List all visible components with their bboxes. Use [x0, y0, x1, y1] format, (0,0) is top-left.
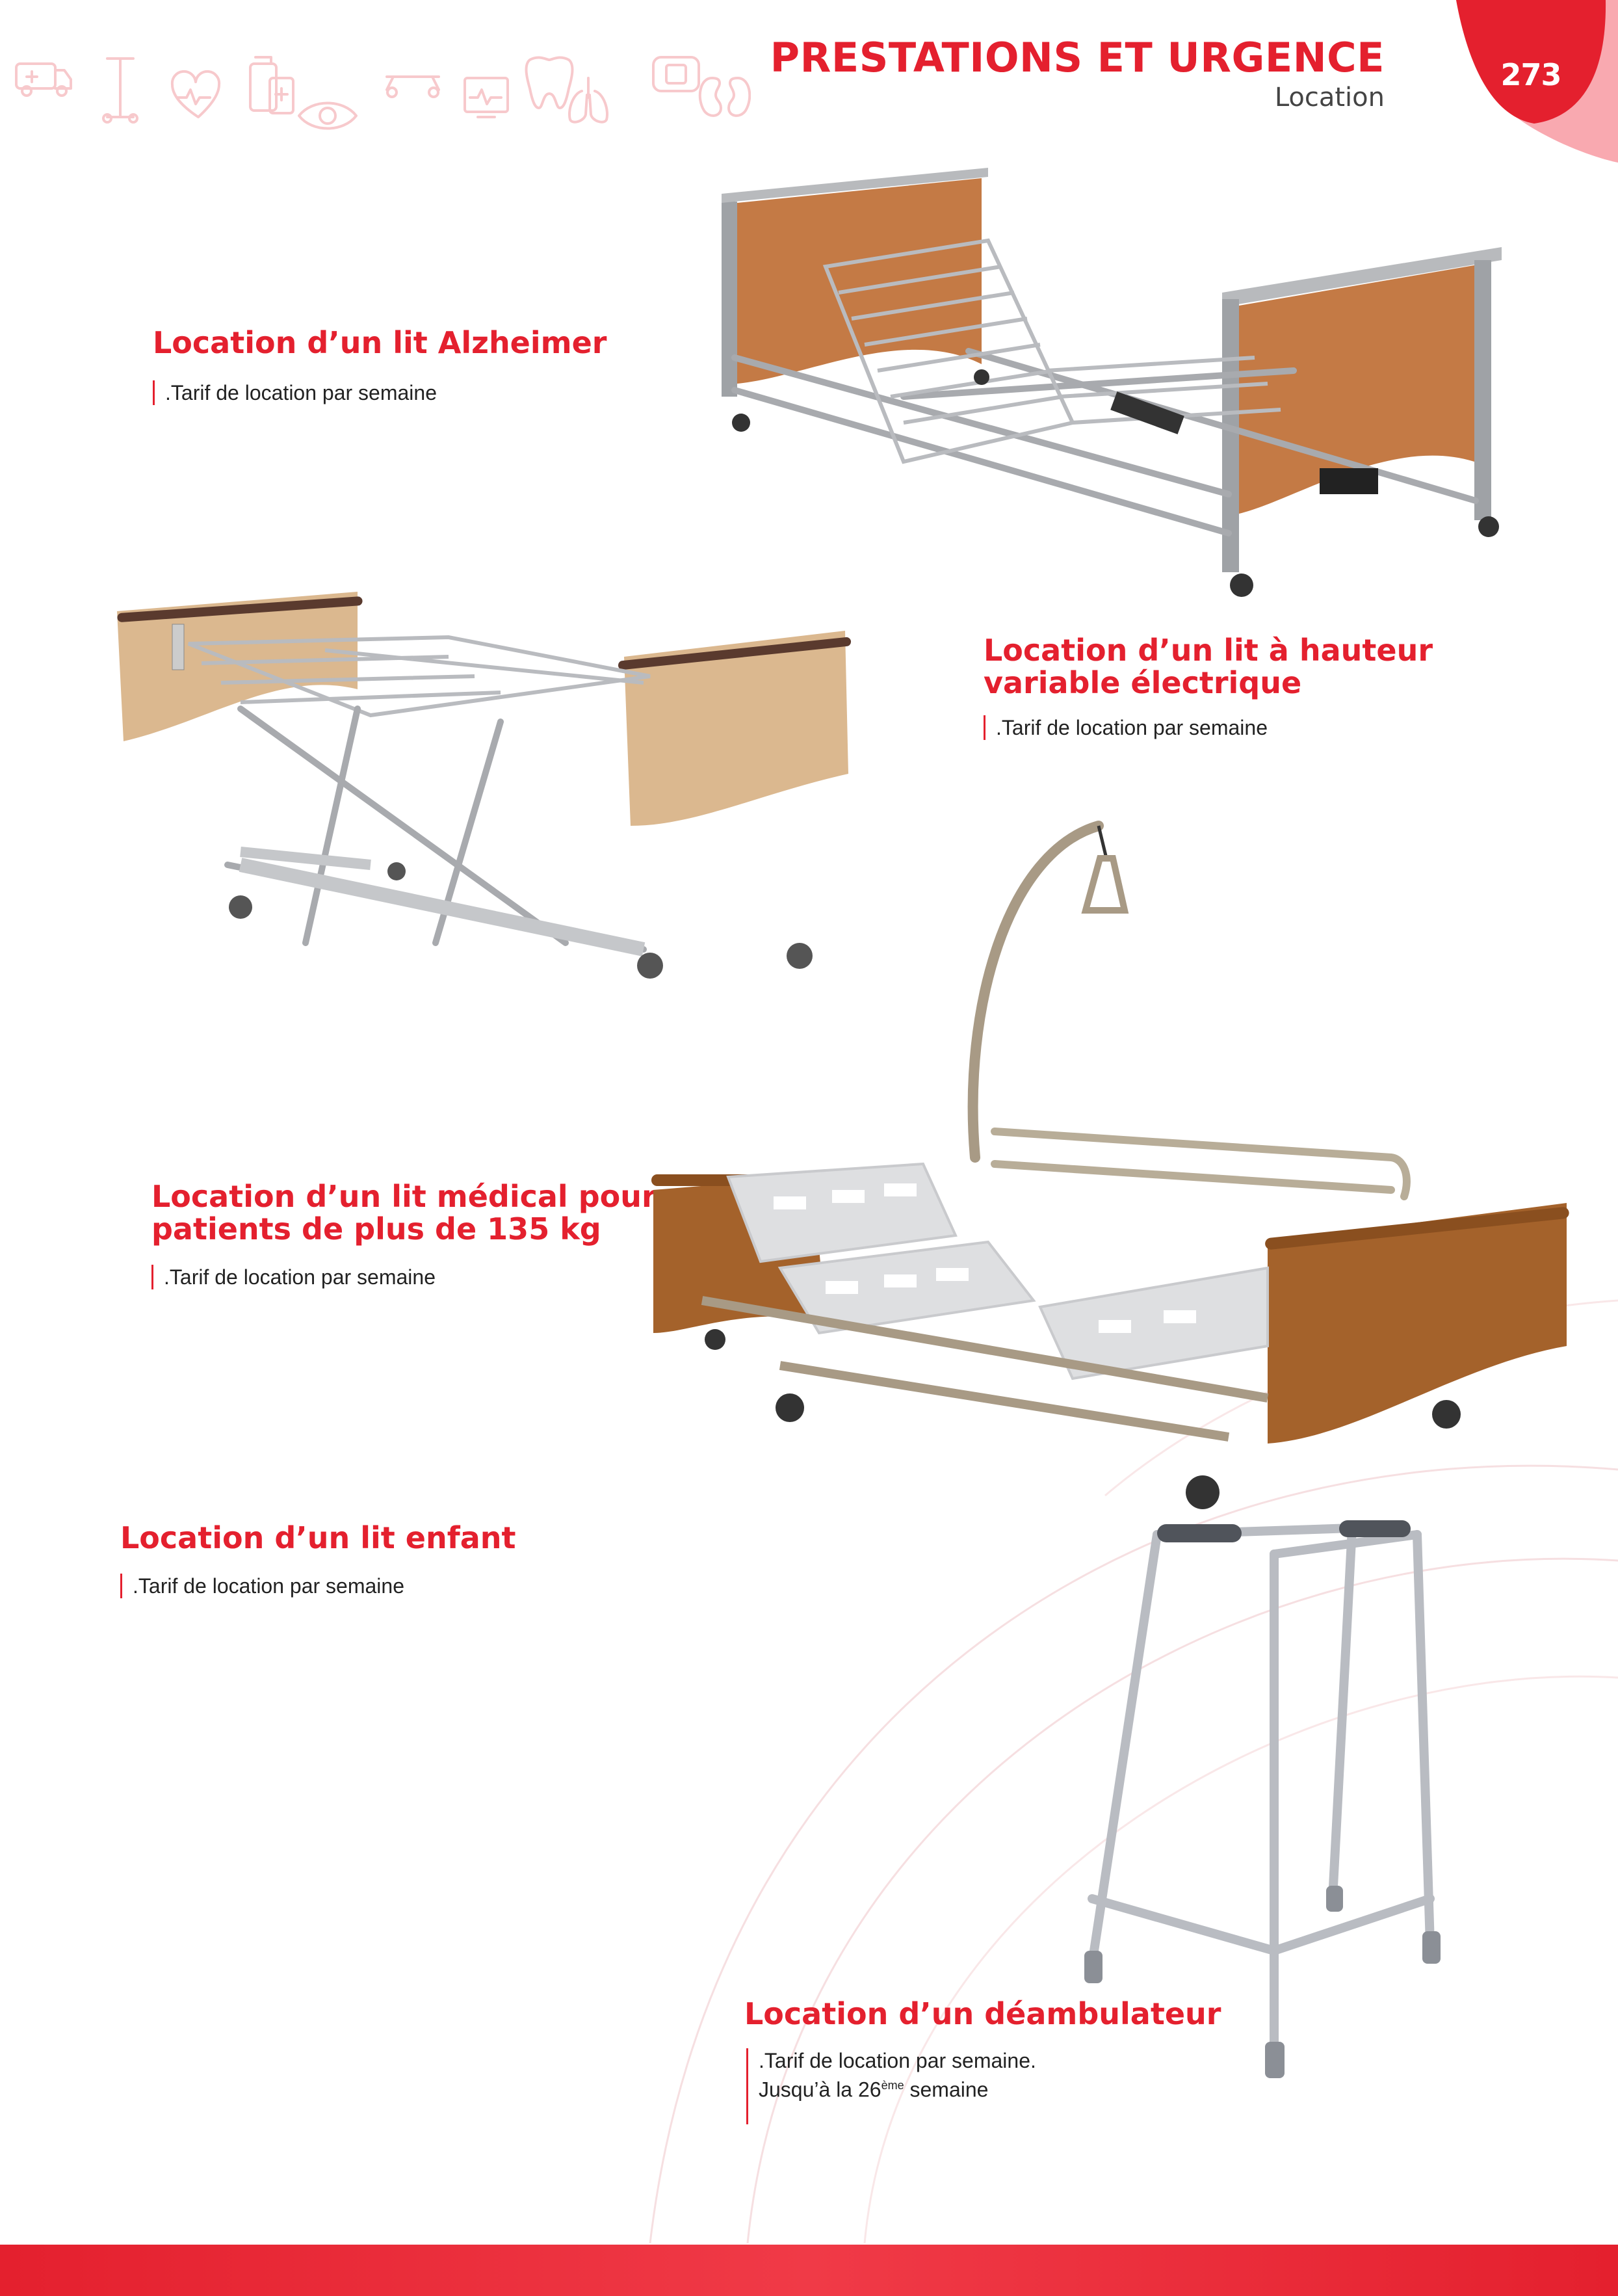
eye-icon	[298, 101, 358, 130]
alzheimer-bed-image	[722, 168, 1502, 597]
ambulance-icon	[15, 62, 72, 97]
item-desc-bariatric-bed: .Tarif de location par semaine	[151, 1265, 436, 1289]
medical-icon-strip	[10, 46, 751, 137]
item-title-bariatric-bed-line1: Location d’un lit médical pour	[151, 1179, 657, 1214]
walker-image	[1084, 1520, 1441, 2078]
item-title-bariatric-bed-line2: patients de plus de 135 kg	[151, 1211, 601, 1247]
item-desc-walker-line1: .Tarif de location par semaine.	[759, 2049, 1036, 2072]
item-title-child-bed: Location d’un lit enfant	[120, 1520, 516, 1555]
page-subtitle: Location	[1274, 83, 1385, 112]
item-title-bariatric-bed: Location d’un lit médical pour patients …	[151, 1180, 657, 1245]
electric-bed-image	[117, 592, 852, 979]
item-desc-alzheimer-bed: .Tarif de location par semaine	[153, 380, 437, 405]
item-title-electric-bed-line2: variable électrique	[984, 665, 1302, 700]
item-title-walker: Location d’un déambulateur	[744, 1996, 1221, 2031]
footer-bar	[0, 2245, 1618, 2296]
tooth-icon	[525, 56, 574, 109]
medicine-bottle-icon	[249, 56, 294, 114]
page-number-tab	[1456, 0, 1618, 163]
page-title: PRESTATIONS ET URGENCE	[770, 34, 1385, 81]
item-title-electric-bed: Location d’un lit à hauteur variable éle…	[984, 634, 1433, 699]
kidney-icon	[698, 77, 751, 117]
bariatric-bed-image	[651, 821, 1569, 1509]
heart-rate-icon	[170, 70, 221, 118]
item-desc-child-bed: .Tarif de location par semaine	[120, 1574, 404, 1598]
iv-stand-icon	[102, 57, 138, 124]
page-number: 273	[1500, 57, 1561, 92]
stretcher-icon	[385, 75, 440, 98]
monitor-icon	[463, 77, 509, 118]
bandage-icon	[652, 56, 700, 92]
item-title-alzheimer-bed: Location d’un lit Alzheimer	[153, 325, 607, 360]
item-desc-walker: .Tarif de location par semaine. Jusqu’à …	[746, 2048, 1036, 2124]
item-desc-electric-bed: .Tarif de location par semaine	[984, 715, 1268, 740]
item-title-electric-bed-line1: Location d’un lit à hauteur	[984, 633, 1433, 668]
lungs-icon	[568, 77, 608, 124]
item-desc-walker-line2: Jusqu’à la 26ème semaine	[759, 2078, 989, 2102]
